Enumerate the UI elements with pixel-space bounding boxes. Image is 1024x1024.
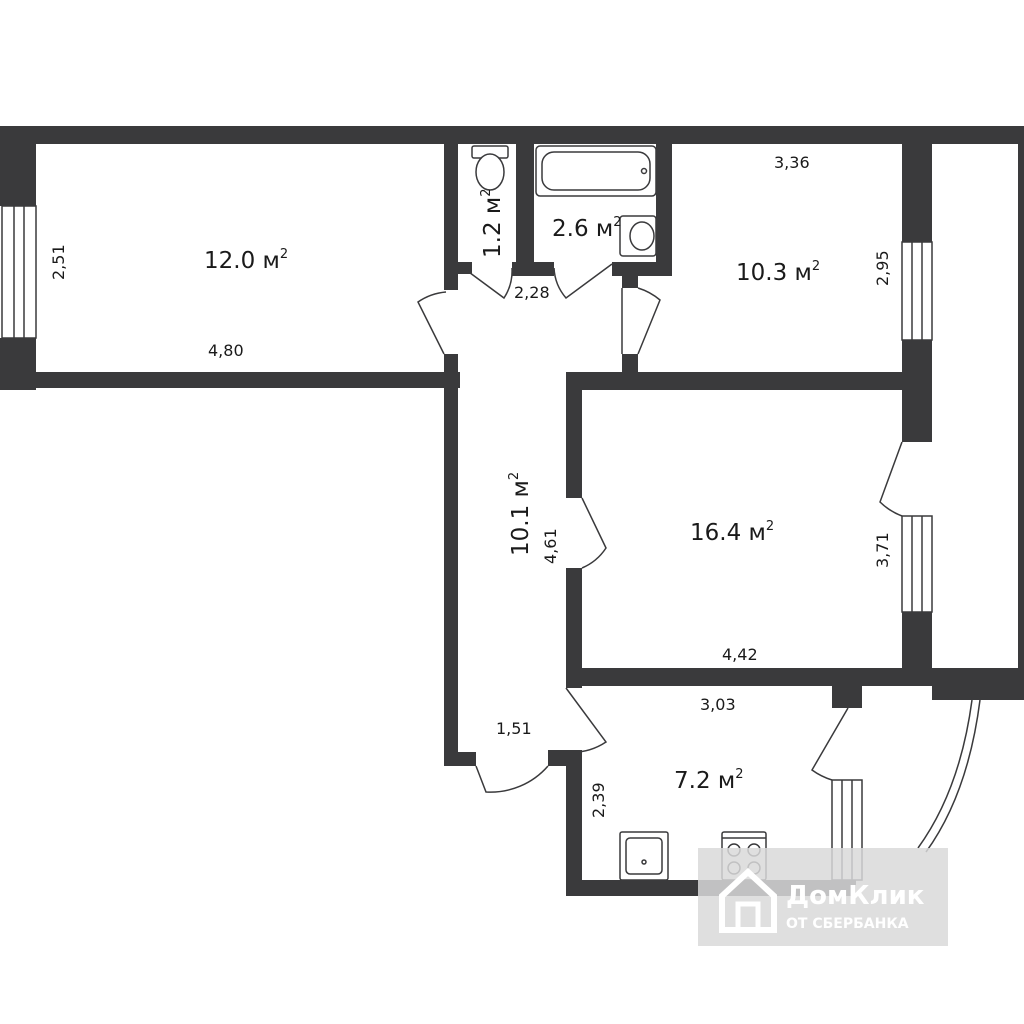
windows	[1, 205, 981, 881]
room-area-room1: 12.0 м2	[204, 247, 288, 274]
door-balcony	[879, 441, 903, 517]
door-wc	[457, 263, 513, 300]
bathtub-icon	[535, 145, 657, 197]
dim-hall-length: 4,61	[541, 528, 560, 564]
door-kitchen-balcony	[811, 707, 849, 781]
toilet-icon	[471, 145, 509, 191]
window-room2	[901, 241, 933, 341]
room-area-bath: 2.6 м2	[552, 215, 622, 242]
room-labels: 12.0 м2 1.2 м2 2.6 м2 10.3 м2 10.1 м2 16…	[204, 188, 820, 794]
dimension-labels: 2,51 4,80 2,28 3,36 2,95 4,61 3,71 4,42 …	[49, 153, 892, 818]
dim-room2-width: 3,36	[774, 153, 810, 172]
window-room1	[1, 205, 37, 339]
doors	[417, 263, 903, 793]
dim-room1-width: 4,80	[208, 341, 244, 360]
room-area-room3: 16.4 м2	[690, 519, 774, 546]
door-kitchen	[565, 687, 608, 754]
dim-room1-height: 2,51	[49, 244, 68, 280]
door-room3	[581, 497, 607, 569]
sink-icon	[619, 215, 657, 257]
domclick-watermark: ДомКлик ОТ СБЕРБАНКА	[698, 848, 948, 946]
door-room1	[417, 291, 447, 355]
room-area-kitchen: 7.2 м2	[674, 767, 744, 794]
dim-room3-height: 3,71	[873, 532, 892, 568]
house-logo-icon	[719, 867, 777, 933]
door-bath	[553, 263, 613, 300]
room-area-hall: 10.1 м2	[507, 472, 534, 556]
walls	[0, 126, 1024, 896]
balcony-glazing	[917, 699, 973, 849]
kitchen-sink-icon	[619, 831, 669, 881]
watermark-brand: ДомКлик	[786, 881, 925, 911]
watermark-sub: ОТ СБЕРБАНКА	[786, 916, 909, 932]
room-area-room2: 10.3 м2	[736, 259, 820, 286]
dim-kitchen-height: 2,39	[589, 782, 608, 818]
dim-room3-width: 4,42	[722, 645, 758, 664]
dim-hall-width: 1,51	[496, 719, 532, 738]
dim-kitchen-width: 3,03	[700, 695, 736, 714]
room-area-wc: 1.2 м2	[479, 188, 506, 258]
door-entrance	[475, 765, 549, 793]
dim-hall-top: 2,28	[514, 283, 550, 302]
door-room2	[621, 287, 661, 355]
dim-room2-height: 2,95	[873, 250, 892, 286]
window-room3	[901, 515, 933, 613]
